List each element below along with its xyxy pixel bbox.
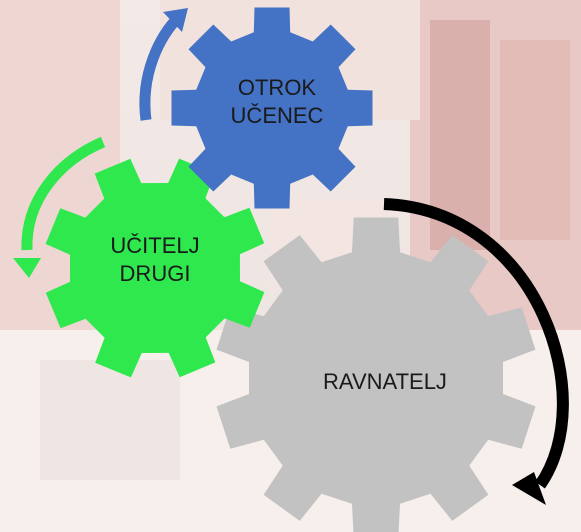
green-arrow-head: [13, 258, 41, 278]
green-rotation-arrow: [21, 136, 106, 251]
ucitelj-gear-label: UČITELJ DRUGI: [90, 232, 220, 287]
ravnatelj-label-line: RAVNATELJ: [323, 369, 447, 394]
drugi-label-line: DRUGI: [119, 260, 191, 286]
ucenec-label-line: UČENEC: [230, 102, 324, 128]
black-arrow-head: [512, 472, 546, 505]
ravnatelj-gear-label: RAVNATELJ: [300, 368, 470, 396]
ravnatelj-gear: [216, 217, 536, 532]
blue-rotation-arrow: [139, 14, 182, 121]
black-rotation-arrow: [383, 198, 569, 489]
ucitelj-label-line: UČITELJ: [110, 233, 200, 258]
ucitelj-gear: [45, 158, 265, 378]
blue-arrow-head: [163, 8, 188, 32]
otrok-gear: [171, 7, 373, 209]
otrok-gear-label: OTROK UČENEC: [212, 74, 342, 129]
otrok-label-line: OTROK: [237, 75, 317, 100]
